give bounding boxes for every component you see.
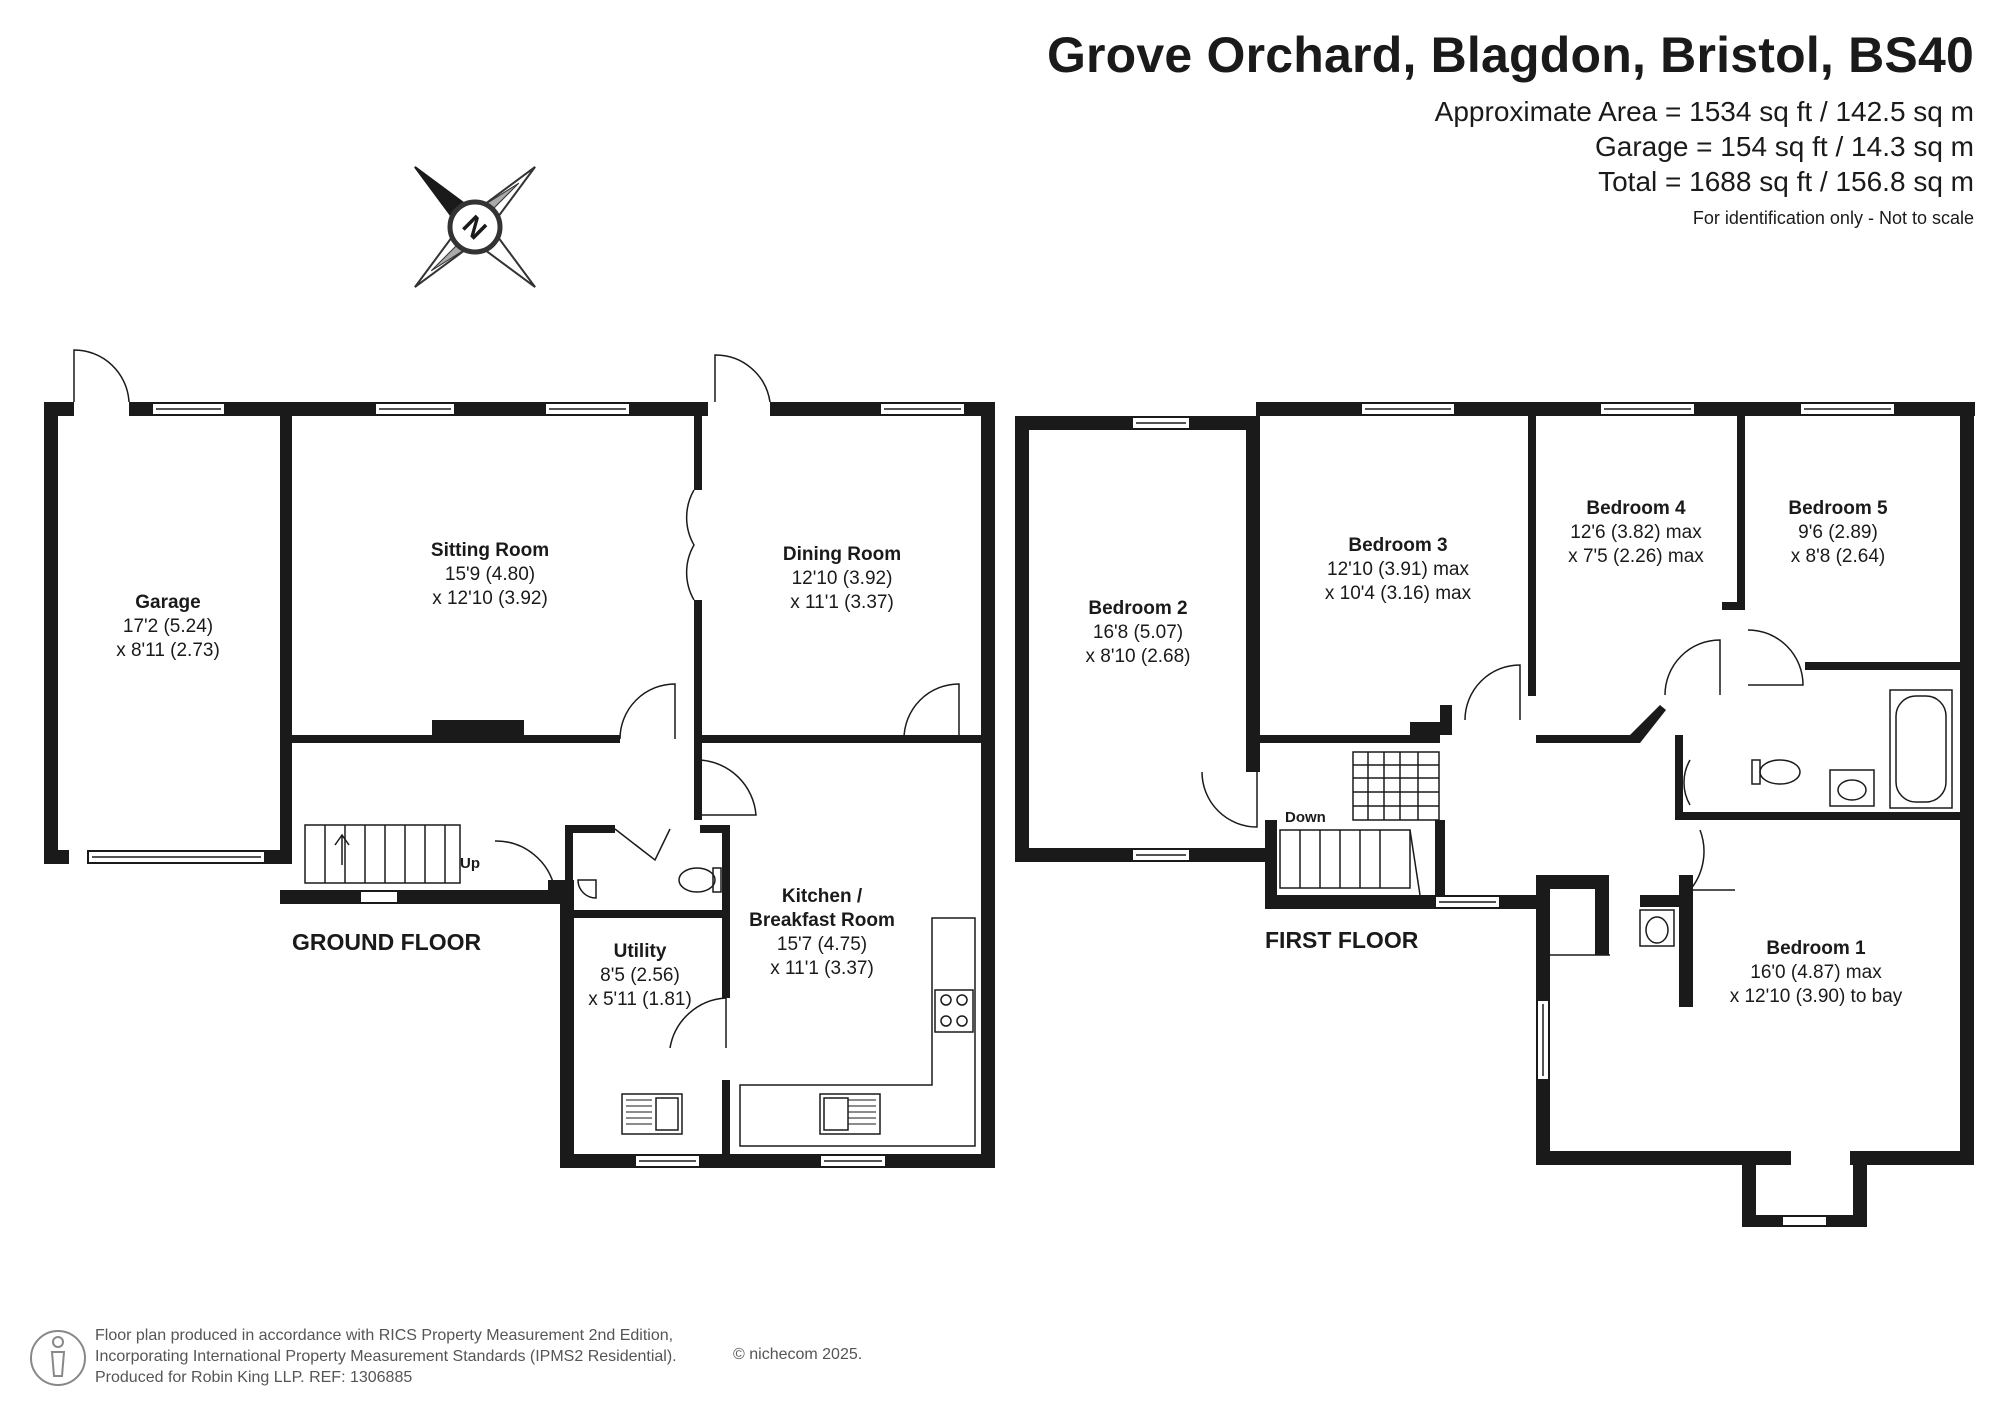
bedroom4-label: Bedroom 4 — [1586, 498, 1686, 519]
kitchen-dim2: x 11'1 (3.37) — [770, 958, 874, 979]
bedroom4-dim1: 12'6 (3.82) max — [1570, 522, 1702, 543]
sitting-room-label: Sitting Room — [431, 540, 549, 561]
dining-room-dim1: 12'10 (3.92) — [792, 568, 893, 589]
kitchen-label-1: Kitchen / — [782, 886, 863, 907]
utility-dim1: 8'5 (2.56) — [600, 965, 680, 986]
dining-room-dim2: x 11'1 (3.37) — [790, 592, 894, 613]
approximate-area: Approximate Area = 1534 sq ft / 142.5 sq… — [1434, 96, 1974, 127]
footer-line-1: Floor plan produced in accordance with R… — [95, 1327, 674, 1344]
property-title: Grove Orchard, Blagdon, Bristol, BS40 — [1046, 27, 1974, 83]
person-icon — [30, 1330, 86, 1386]
utility-label: Utility — [614, 941, 667, 962]
sitting-room-dim2: x 12'10 (3.92) — [432, 588, 548, 609]
garage-dim2: x 8'11 (2.73) — [116, 640, 220, 661]
dining-room-label: Dining Room — [783, 544, 901, 565]
bedroom5-dim1: 9'6 (2.89) — [1798, 522, 1878, 543]
kitchen-label-2: Breakfast Room — [749, 910, 895, 931]
utility-dim2: x 5'11 (1.81) — [588, 989, 692, 1010]
first-floor-plan: Bedroom 2 16'8 (5.07) x 8'10 (2.68) Bedr… — [1015, 402, 1975, 1227]
footer-text: Floor plan produced in accordance with R… — [95, 1325, 677, 1388]
total-area: Total = 1688 sq ft / 156.8 sq m — [1598, 166, 1974, 197]
ground-floor-label: GROUND FLOOR — [292, 929, 481, 955]
bedroom1-dim2: x 12'10 (3.90) to bay — [1730, 986, 1903, 1007]
ground-floor-plan: Garage 17'2 (5.24) x 8'11 (2.73) Sitting… — [44, 349, 995, 1168]
bedroom4-dim2: x 7'5 (2.26) max — [1568, 546, 1704, 567]
kitchen-dim1: 15'7 (4.75) — [777, 934, 867, 955]
bedroom3-dim2: x 10'4 (3.16) max — [1325, 583, 1472, 604]
stairs-down-label: Down — [1285, 809, 1326, 826]
bedroom3-label: Bedroom 3 — [1348, 535, 1447, 556]
copyright: © nichecom 2025. — [733, 1346, 863, 1363]
first-floor-label: FIRST FLOOR — [1265, 927, 1419, 953]
bedroom3-dim1: 12'10 (3.91) max — [1327, 559, 1469, 580]
footer-line-2: Incorporating International Property Mea… — [95, 1348, 677, 1365]
bedroom1-dim1: 16'0 (4.87) max — [1750, 962, 1882, 983]
bedroom5-label: Bedroom 5 — [1788, 498, 1888, 519]
garage-dim1: 17'2 (5.24) — [123, 616, 213, 637]
bedroom1-label: Bedroom 1 — [1766, 938, 1866, 959]
bedroom5-dim2: x 8'8 (2.64) — [1791, 546, 1885, 567]
sitting-room-dim1: 15'9 (4.80) — [445, 564, 535, 585]
bedroom2-label: Bedroom 2 — [1088, 598, 1187, 619]
scale-note: For identification only - Not to scale — [1692, 208, 1974, 228]
stairs-up-label: Up — [460, 855, 480, 872]
bedroom2-dim2: x 8'10 (2.68) — [1085, 646, 1190, 667]
bedroom2-dim1: 16'8 (5.07) — [1093, 622, 1183, 643]
garage-area: Garage = 154 sq ft / 14.3 sq m — [1595, 131, 1974, 162]
north-compass-icon — [414, 166, 536, 288]
footer-line-3: Produced for Robin King LLP. REF: 130688… — [95, 1369, 413, 1386]
garage-label: Garage — [135, 592, 200, 613]
